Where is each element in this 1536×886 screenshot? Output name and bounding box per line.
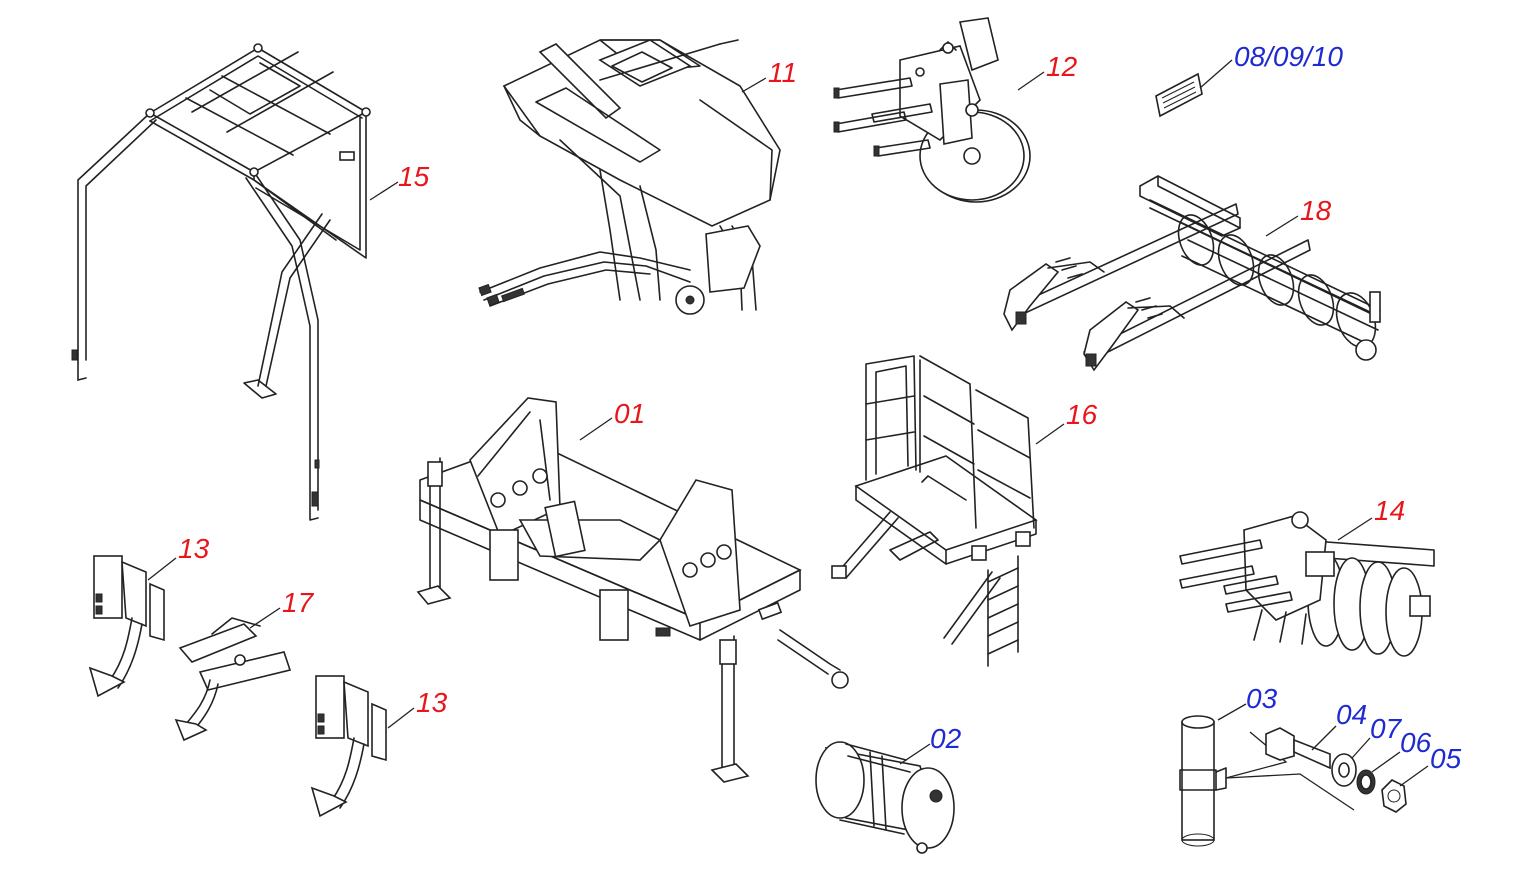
leader-14 — [1337, 517, 1373, 541]
leader-02 — [899, 743, 931, 765]
part-18-cage-roller — [1003, 175, 1381, 372]
leader-13-upper — [147, 557, 177, 581]
callout-03[interactable]: 03 — [1246, 683, 1278, 714]
part-06-lock-washer — [1356, 769, 1376, 795]
leader-05 — [1399, 765, 1429, 787]
leader-11 — [741, 77, 767, 93]
leader-08-09-10 — [1199, 59, 1233, 89]
callout-12[interactable]: 12 — [1046, 51, 1078, 82]
callout-14[interactable]: 14 — [1374, 495, 1405, 526]
callout-05[interactable]: 05 — [1430, 743, 1462, 774]
part-13-shank-lower — [310, 675, 387, 818]
part-02-tank — [815, 741, 955, 854]
callout-11[interactable]: 11 — [768, 57, 797, 88]
part-11-seed-hopper — [478, 39, 781, 315]
leader-07 — [1351, 737, 1371, 759]
callout-06[interactable]: 06 — [1400, 727, 1432, 758]
part-01-main-frame — [416, 397, 849, 783]
leader-12 — [1017, 71, 1045, 91]
leader-16 — [1035, 423, 1065, 445]
leader-03 — [1217, 703, 1247, 721]
callout-01[interactable]: 01 — [614, 398, 645, 429]
callout-02[interactable]: 02 — [930, 723, 962, 754]
part-07-flat-washer — [1331, 753, 1357, 787]
leader-13-lower — [387, 707, 415, 729]
leader-17 — [249, 607, 281, 629]
leader-assembly-a — [1225, 731, 1288, 779]
part-03-tube-sleeve — [1179, 715, 1227, 847]
leader-06 — [1371, 751, 1401, 773]
leader-04 — [1311, 725, 1337, 751]
callout-08-09-10[interactable]: 08/09/10 — [1234, 41, 1343, 72]
part-14-disc-harrow — [1179, 511, 1435, 657]
part-16-platform — [831, 355, 1038, 667]
callout-18[interactable]: 18 — [1300, 195, 1332, 226]
part-12-disc-coulter — [833, 17, 1031, 203]
callout-13-upper[interactable]: 13 — [178, 533, 210, 564]
callout-07[interactable]: 07 — [1370, 713, 1403, 744]
callout-15[interactable]: 15 — [398, 161, 430, 192]
callout-16[interactable]: 16 — [1066, 399, 1098, 430]
leader-assembly-b — [1225, 773, 1355, 811]
part-17-shank-bracket — [174, 617, 292, 742]
callout-13-lower[interactable]: 13 — [416, 687, 448, 718]
part-15-support-frame — [71, 43, 371, 521]
leader-01 — [579, 417, 613, 441]
part-08-09-10-decal — [1155, 72, 1203, 118]
part-05-hex-nut — [1381, 779, 1407, 813]
callout-04[interactable]: 04 — [1336, 699, 1367, 730]
leader-15 — [369, 181, 399, 201]
part-04-hex-bolt — [1265, 727, 1331, 770]
part-13-shank-upper — [88, 555, 165, 698]
leader-18 — [1265, 215, 1299, 237]
callout-17[interactable]: 17 — [282, 587, 315, 618]
